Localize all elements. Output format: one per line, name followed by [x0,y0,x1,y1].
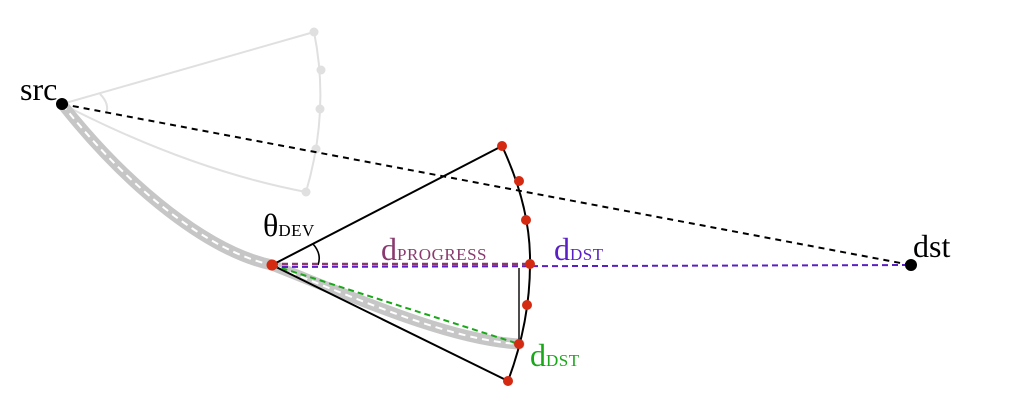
theta-dev-label: θDEV [263,207,315,243]
ghost-point [301,187,311,197]
ghost-edge-bottom [61,103,307,193]
candidate-points [266,141,535,386]
d-dst-purple-symbol: d [554,231,570,267]
candidate-point [503,376,513,386]
ghost-point [309,27,319,37]
src-point [56,98,68,110]
d-progress-subscript: PROGRESS [397,245,487,264]
ghost-fan [61,31,322,193]
dst-point [905,259,917,271]
theta-subscript: DEV [278,221,315,240]
d-dst-purple-label: dDST [554,231,604,267]
theta-symbol: θ [263,207,278,243]
fan-edge-top [271,145,503,266]
candidate-point [514,176,524,186]
src-dst-line [61,103,912,266]
d-progress-label: dPROGRESS [381,231,487,267]
candidate-point [521,215,531,225]
candidate-point [525,259,535,269]
d-dst-green-label: dDST [530,337,580,373]
dst-label: dst [913,228,950,264]
d-progress-symbol: d [381,231,397,267]
d-dst-purple-line [271,264,912,268]
ghost-point [315,104,325,114]
fan-edge-bottom [271,264,509,382]
candidate-point [522,300,532,310]
d-dst-green-symbol: d [530,337,546,373]
ghost-angle-arc [99,93,109,115]
d-dst-green-line [271,264,520,345]
src-label: src [20,71,57,107]
ghost-points [301,27,326,197]
current-point [266,259,278,271]
candidate-point [497,141,507,151]
ghost-point [316,65,326,75]
theta-angle-arc [312,243,320,266]
d-dst-green-subscript: DST [546,351,580,370]
candidate-point [514,339,524,349]
d-dst-purple-subscript: DST [570,245,604,264]
ghost-edge-top [61,31,315,105]
